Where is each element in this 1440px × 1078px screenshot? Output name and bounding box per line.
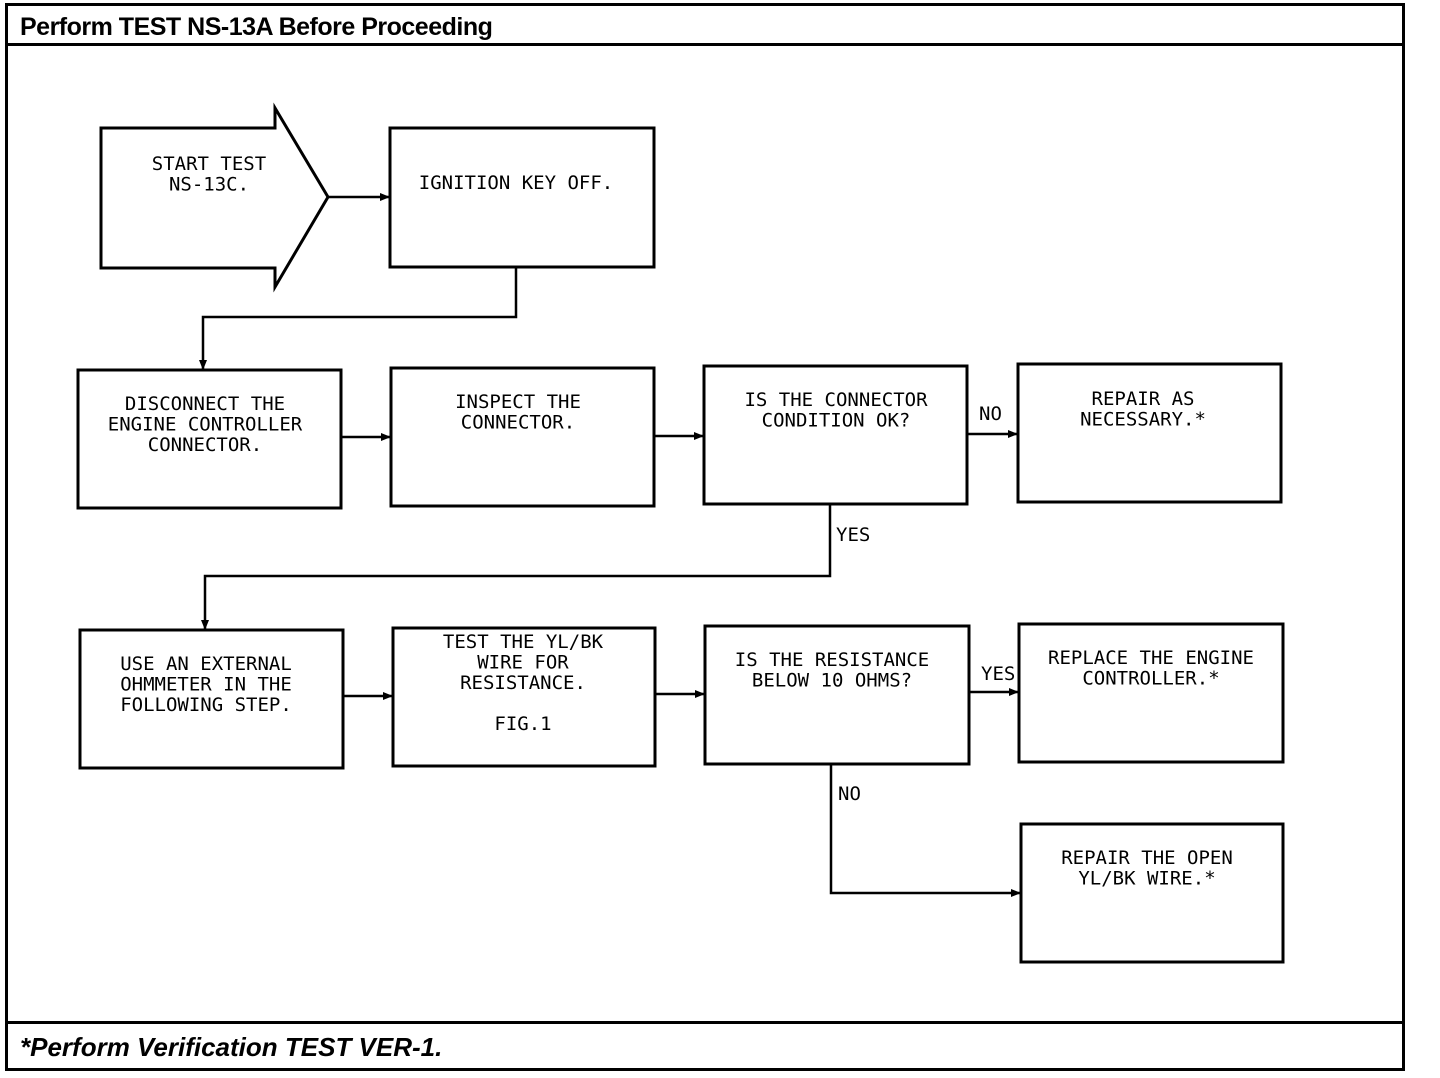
repairopen-box: [1019, 822, 1285, 964]
replace-line-0: REPLACE THE ENGINE: [1048, 647, 1254, 669]
resistance-line-1: BELOW 10 OHMS?: [752, 670, 912, 692]
repair-line-0: REPAIR AS: [1092, 388, 1195, 410]
edge-ignition-disconnect: [199, 267, 518, 370]
resistance-no-label: NO: [838, 783, 861, 805]
inspect-box: [389, 366, 656, 508]
repairopen-line-1: YL/BK WIRE.*: [1078, 868, 1215, 890]
resistance-yes-label: YES: [981, 663, 1015, 685]
repair-box: [1016, 362, 1283, 504]
testwire-line-1: WIRE FOR: [477, 652, 569, 674]
testwire-line-0: TEST THE YL/BK: [443, 631, 604, 653]
ohmmeter-box: [78, 628, 345, 770]
edge-condition-ohmmeter: [201, 504, 832, 630]
start-line-1: NS-13C.: [169, 174, 249, 196]
condition-line-0: IS THE CONNECTOR: [744, 389, 928, 411]
ohmmeter-line-0: USE AN EXTERNAL: [120, 653, 292, 675]
resistance-decision-box: [703, 624, 971, 766]
page-title: Perform TEST NS-13A Before Proceeding: [20, 13, 493, 41]
inspect-line-1: CONNECTOR.: [461, 412, 575, 434]
condition-line-1: CONDITION OK?: [762, 410, 911, 432]
ignition-box: [388, 126, 656, 269]
connectors: [199, 193, 1021, 897]
start-line-0: START TEST: [152, 153, 266, 175]
condition-no-label: NO: [979, 403, 1002, 425]
ohmmeter-line-2: FOLLOWING STEP.: [120, 694, 292, 716]
disconnect-line-1: ENGINE CONTROLLER: [108, 414, 303, 436]
condition-yes-label: YES: [836, 524, 870, 546]
footer-bar: *Perform Verification TEST VER-1.: [8, 1021, 1402, 1068]
testwire-box: [391, 626, 657, 768]
footer-note: *Perform Verification TEST VER-1.: [20, 1032, 443, 1062]
testwire-line-4: FIG.1: [494, 713, 551, 735]
ohmmeter-line-1: OHMMETER IN THE: [120, 674, 292, 696]
start-arrow-shape: [99, 102, 330, 293]
repair-line-1: NECESSARY.*: [1080, 409, 1206, 431]
inspect-line-0: INSPECT THE: [455, 391, 581, 413]
resistance-line-0: IS THE RESISTANCE: [735, 649, 929, 671]
replace-line-1: CONTROLLER.*: [1082, 668, 1219, 690]
condition-decision-box: [702, 364, 969, 506]
disconnect-line-0: DISCONNECT THE: [125, 393, 285, 415]
ignition-line-0: IGNITION KEY OFF.: [419, 172, 613, 194]
repairopen-line-0: REPAIR THE OPEN: [1061, 847, 1233, 869]
disconnect-line-2: CONNECTOR.: [148, 434, 262, 456]
testwire-line-2: RESISTANCE.: [460, 672, 586, 694]
replace-box: [1017, 622, 1285, 764]
disconnect-box: [76, 368, 343, 510]
edge-resistance-repairopen: [829, 764, 1021, 897]
ignition-box-text: IGNITION KEY OFF.: [419, 172, 613, 194]
header-bar: Perform TEST NS-13A Before Proceeding: [8, 6, 1402, 46]
testwire-line-3: [517, 693, 528, 715]
